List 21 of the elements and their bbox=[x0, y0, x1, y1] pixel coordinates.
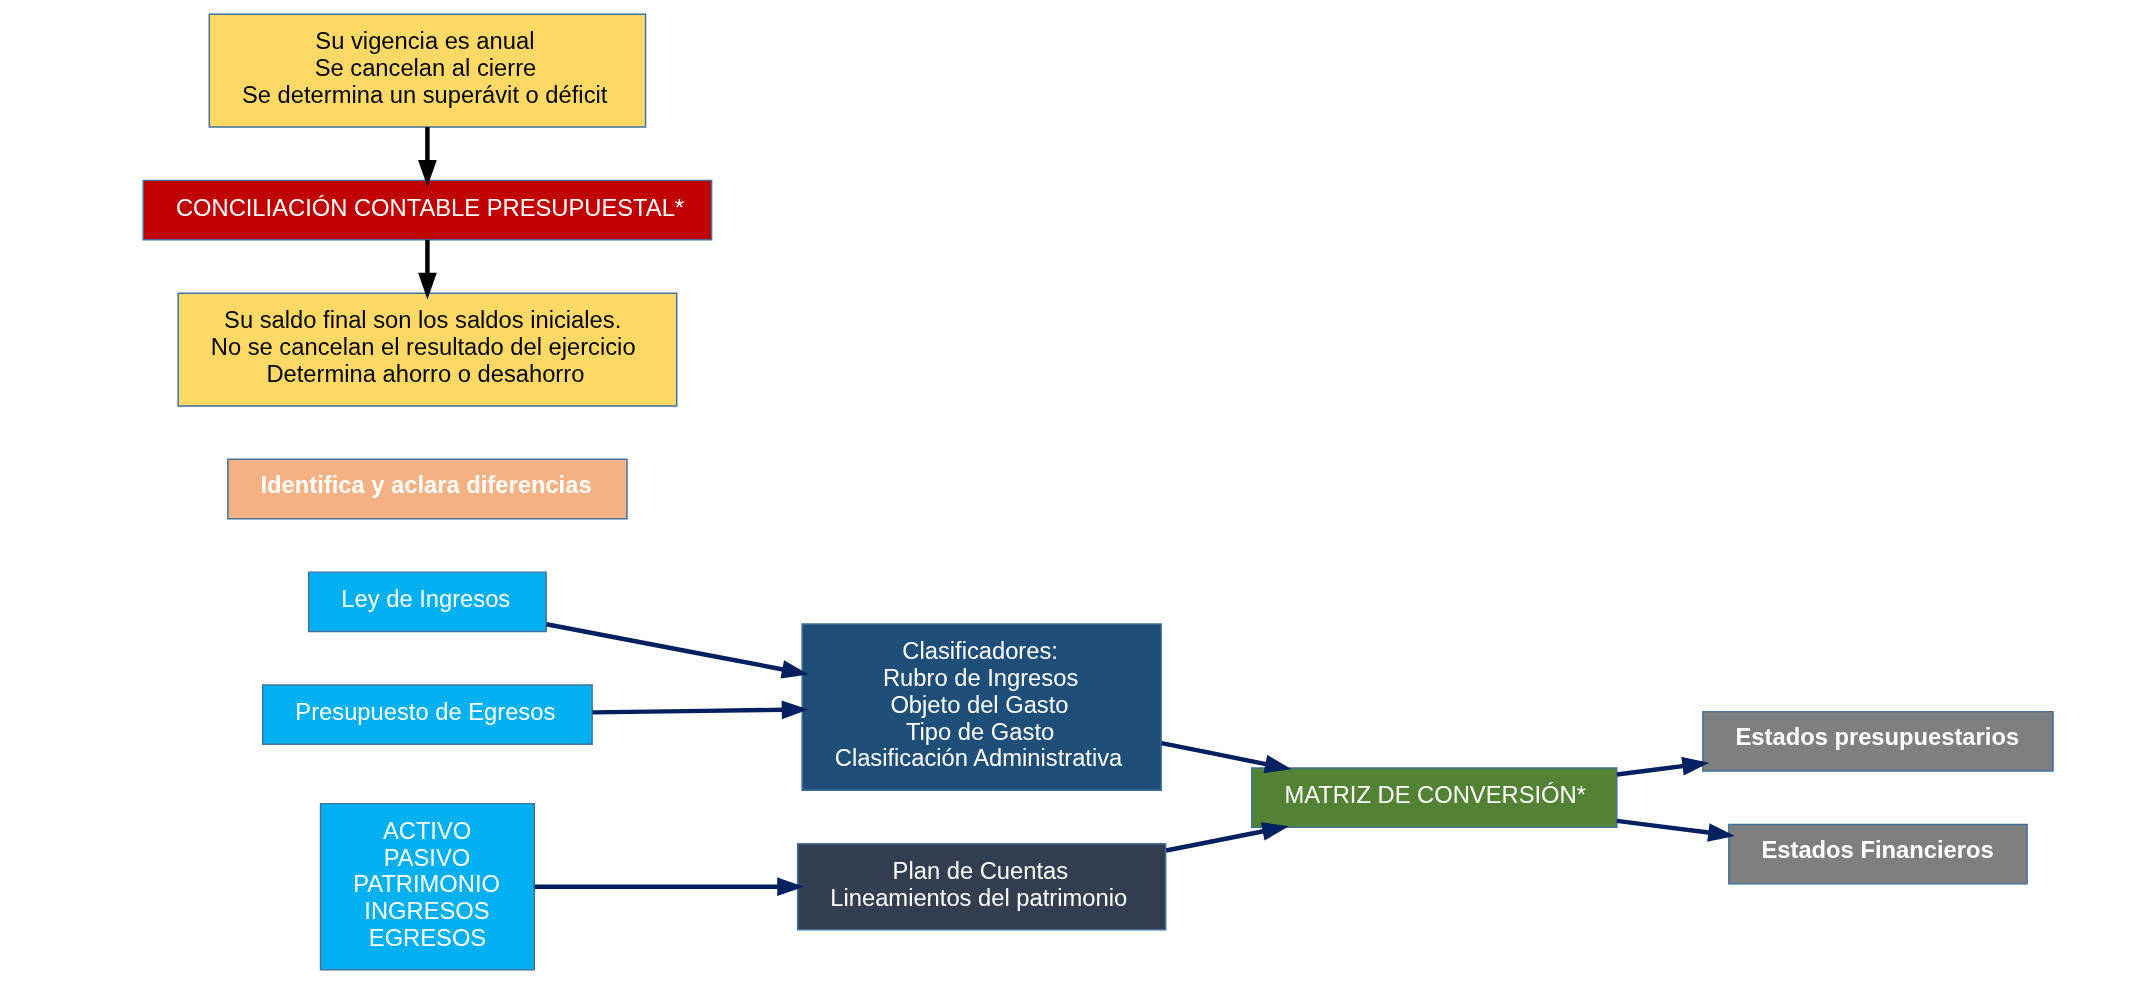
arrow bbox=[1160, 740, 1292, 774]
node-box: Presupuesto de Egresos bbox=[261, 684, 593, 745]
arrow bbox=[1165, 822, 1289, 853]
arrow bbox=[534, 877, 804, 897]
arrow bbox=[417, 239, 437, 300]
arrow bbox=[1616, 818, 1735, 842]
node-box: MATRIZ DE CONVERSIÓN* bbox=[1250, 767, 1618, 829]
arrow bbox=[591, 700, 808, 720]
node-box: CONCILIACIÓN CONTABLE PRESUPUESTAL* bbox=[142, 179, 712, 241]
node-box: Estados presupuestarios bbox=[1701, 710, 2054, 772]
arrow bbox=[417, 127, 437, 187]
arrow bbox=[545, 622, 809, 679]
node-box: Plan de Cuentas Lineamientos del patrimonio bbox=[796, 842, 1166, 931]
node-box: Estados Financieros bbox=[1727, 823, 2028, 885]
node-box: Clasificadores: Rubro de Ingresos Objeto del Gasto Tipo de Gasto Clasificación Administrativa bbox=[800, 623, 1162, 791]
node-box: Ley de Ingresos bbox=[307, 571, 547, 633]
node-box: Su vigencia es anual Se cancelan al cierre Se determina un superávit o déficit bbox=[208, 13, 646, 128]
node-box: Su saldo final son los saldos iniciales. No se cancelan el resultado del ejercicio Determina ahorro o desahorro bbox=[176, 292, 677, 407]
node-box: ACTIVO PASIVO PATRIMONIO INGRESOS EGRESOS bbox=[319, 802, 535, 971]
node-box: Identifica y aclara diferencias bbox=[226, 458, 628, 520]
arrow bbox=[1616, 756, 1709, 777]
